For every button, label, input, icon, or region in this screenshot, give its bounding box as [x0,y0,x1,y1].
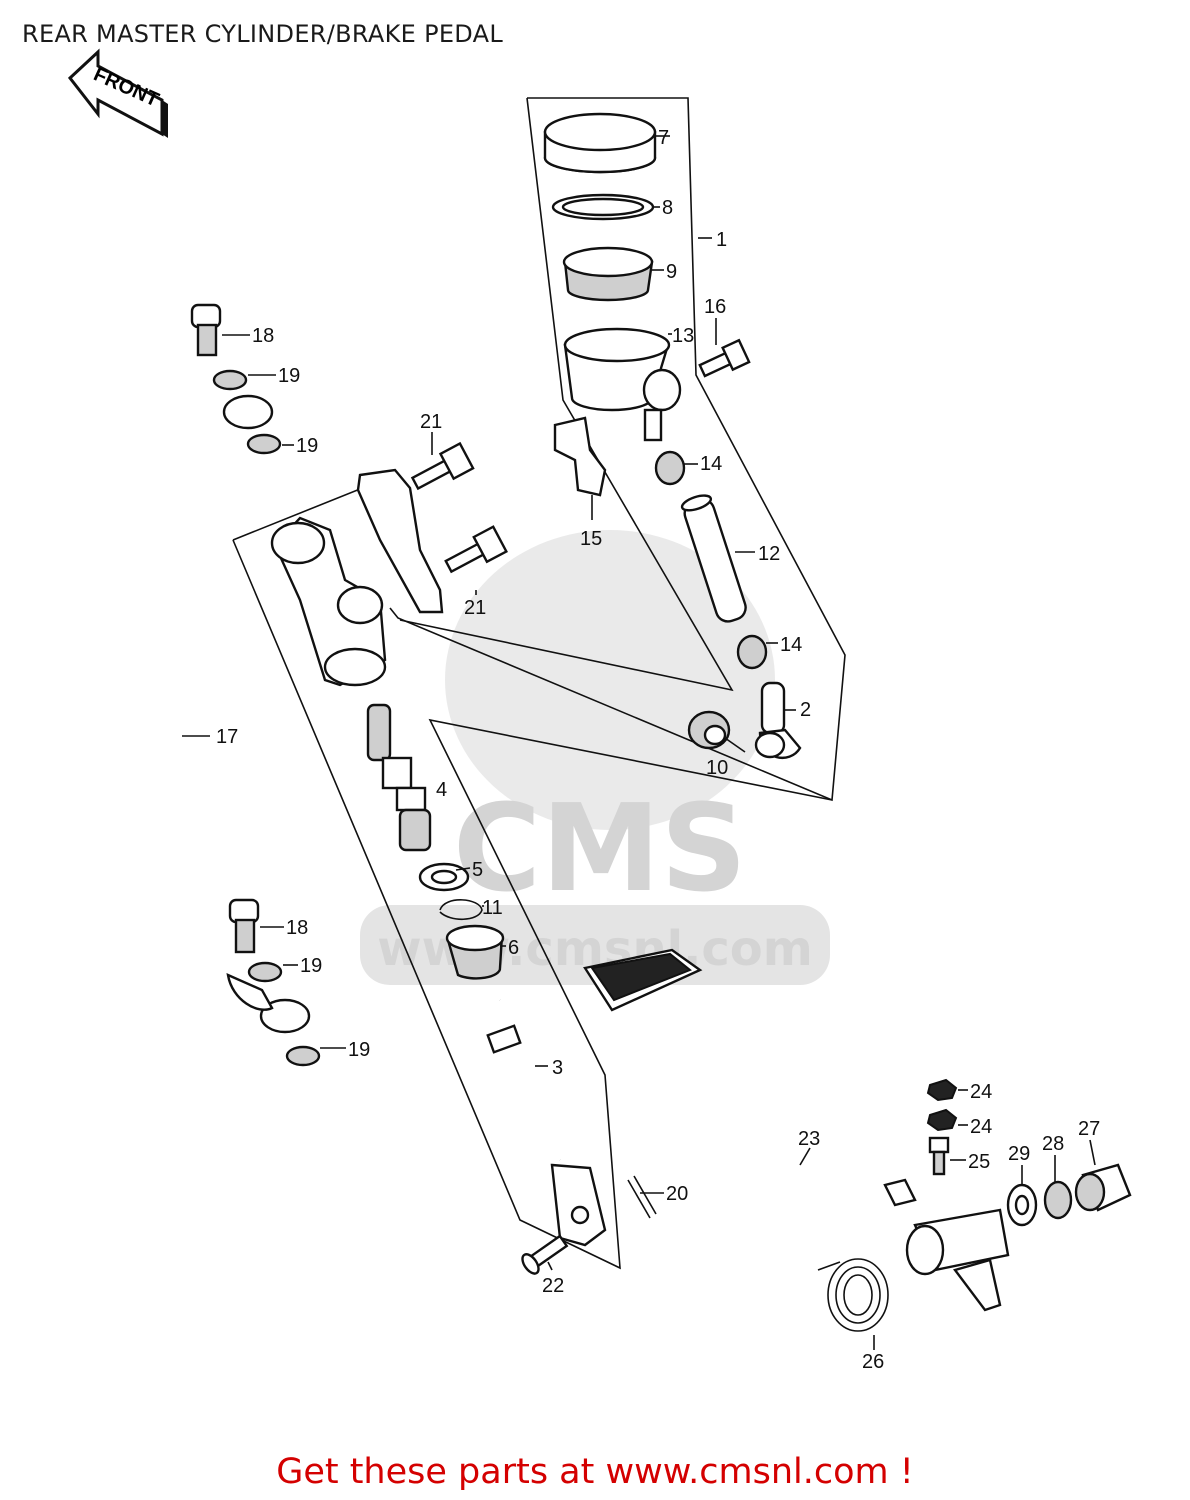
callout-8: 8 [662,197,673,219]
callout-6: 6 [508,937,519,959]
callout-17: 17 [216,726,238,748]
washer-19-a [212,369,248,391]
callout-4: 4 [436,779,447,801]
callout-12: 12 [758,543,780,565]
reservoir-hose [680,494,747,623]
master-cylinder-body [270,516,387,687]
callout-5: 5 [472,859,483,881]
clamp-14-lower [736,634,768,670]
piston-assembly [366,703,432,852]
callout-29: 29 [1008,1143,1030,1165]
bolt-25 [928,1136,950,1176]
page-title: REAR MASTER CYLINDER/BRAKE PEDAL [22,20,504,48]
callout-7: 7 [658,127,669,149]
callout-11: 11 [482,897,503,919]
diaphragm [562,246,654,302]
callout-labels: 1 2 3 4 5 6 7 8 9 10 11 12 13 14 14 15 1… [216,127,1100,1373]
plug-10 [687,710,731,750]
front-arrow-icon: FRONT [67,48,168,138]
callout-28: 28 [1042,1133,1064,1155]
callout-19-b: 19 [296,435,318,457]
callout-14-lower: 14 [780,634,802,656]
cap-nut-27 [1074,1163,1132,1212]
footer-link-text[interactable]: Get these parts at www.cmsnl.com ! [276,1452,914,1492]
nut-24-lower [926,1108,958,1132]
callout-1: 1 [716,229,727,251]
banjo-bolt-18-upper [190,303,222,357]
screw-16 [698,338,751,378]
hose-connector [754,681,802,759]
callout-19-a: 19 [278,365,300,387]
callout-3: 3 [552,1057,563,1079]
callout-24-upper: 24 [970,1081,992,1103]
washer-19-d [285,1045,321,1067]
reservoir-cap [543,112,657,174]
cotter-pin-20 [627,1175,657,1219]
callout-15: 15 [580,528,602,550]
leader-lines [182,135,1096,1350]
watermark-brand: CMS [453,780,747,919]
callout-13: 13 [672,325,694,347]
push-rod [486,999,607,1247]
dust-boot [445,924,505,980]
clamp-14-upper [654,450,686,486]
callout-23: 23 [798,1128,820,1150]
return-spring [817,1258,889,1332]
callout-25: 25 [968,1151,990,1173]
clevis-pin-22 [521,1234,569,1275]
bolt-21-lower [444,525,508,574]
callout-18-lower: 18 [286,917,308,939]
bracket-15 [553,416,607,497]
mounting-bracket [356,468,444,614]
callout-21-upper: 21 [420,411,442,433]
callout-22: 22 [542,1275,564,1297]
callout-10: 10 [706,757,728,779]
callout-24-lower: 24 [970,1116,992,1138]
assembly-outline-upper [389,97,846,802]
bolt-21-upper [410,441,475,491]
washer-19-c [247,961,283,983]
brake-hose [159,394,311,1034]
callout-20: 20 [666,1183,688,1205]
washer-19-b [246,433,282,455]
callout-19-c: 19 [300,955,322,977]
callout-14-upper: 14 [700,453,722,475]
brake-pedal [583,948,1010,1312]
callout-2: 2 [800,699,811,721]
reservoir-body [563,327,682,442]
callout-18-upper: 18 [252,325,274,347]
nut-24-upper [926,1078,958,1102]
banjo-bolt-18-lower [228,898,260,954]
washer-28 [1043,1180,1073,1220]
callout-26: 26 [862,1351,884,1373]
callout-9: 9 [666,261,677,283]
circlip-11 [439,899,483,921]
callout-16: 16 [704,296,726,318]
callout-19-d: 19 [348,1039,370,1061]
callout-21-lower: 21 [464,597,486,619]
callout-27: 27 [1078,1118,1100,1140]
